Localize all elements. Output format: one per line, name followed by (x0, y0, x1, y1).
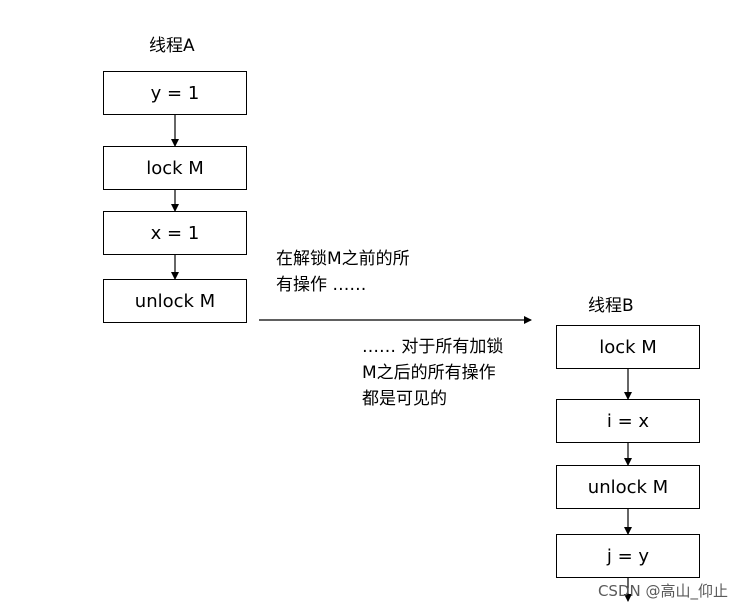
note-after-line-1: …… 对于所有加锁 (362, 337, 504, 357)
thread-b-title: 线程B (588, 296, 634, 316)
thread-a-title: 线程A (149, 36, 195, 56)
note-after-line-3: 都是可见的 (362, 389, 447, 409)
note-after-lock: …… 对于所有加锁 M之后的所有操作 都是可见的 (362, 334, 503, 412)
watermark: CSDN @高山_仰止 (597, 582, 728, 600)
thread-a-step-1: y = 1 (103, 71, 247, 115)
thread-a-step-4: unlock M (103, 279, 247, 323)
note-before-unlock: 在解锁M之前的所 有操作 …… (276, 246, 410, 298)
thread-b-step-1: lock M (556, 325, 700, 369)
note-after-line-2: M之后的所有操作 (362, 363, 496, 383)
thread-b-step-2: i = x (556, 399, 700, 443)
note-before-line-2: 有操作 …… (276, 275, 367, 295)
thread-a-step-3: x = 1 (103, 211, 247, 255)
note-before-line-1: 在解锁M之前的所 (276, 249, 410, 269)
thread-b-step-3: unlock M (556, 465, 700, 509)
thread-b-step-4: j = y (556, 534, 700, 578)
thread-a-step-2: lock M (103, 146, 247, 190)
